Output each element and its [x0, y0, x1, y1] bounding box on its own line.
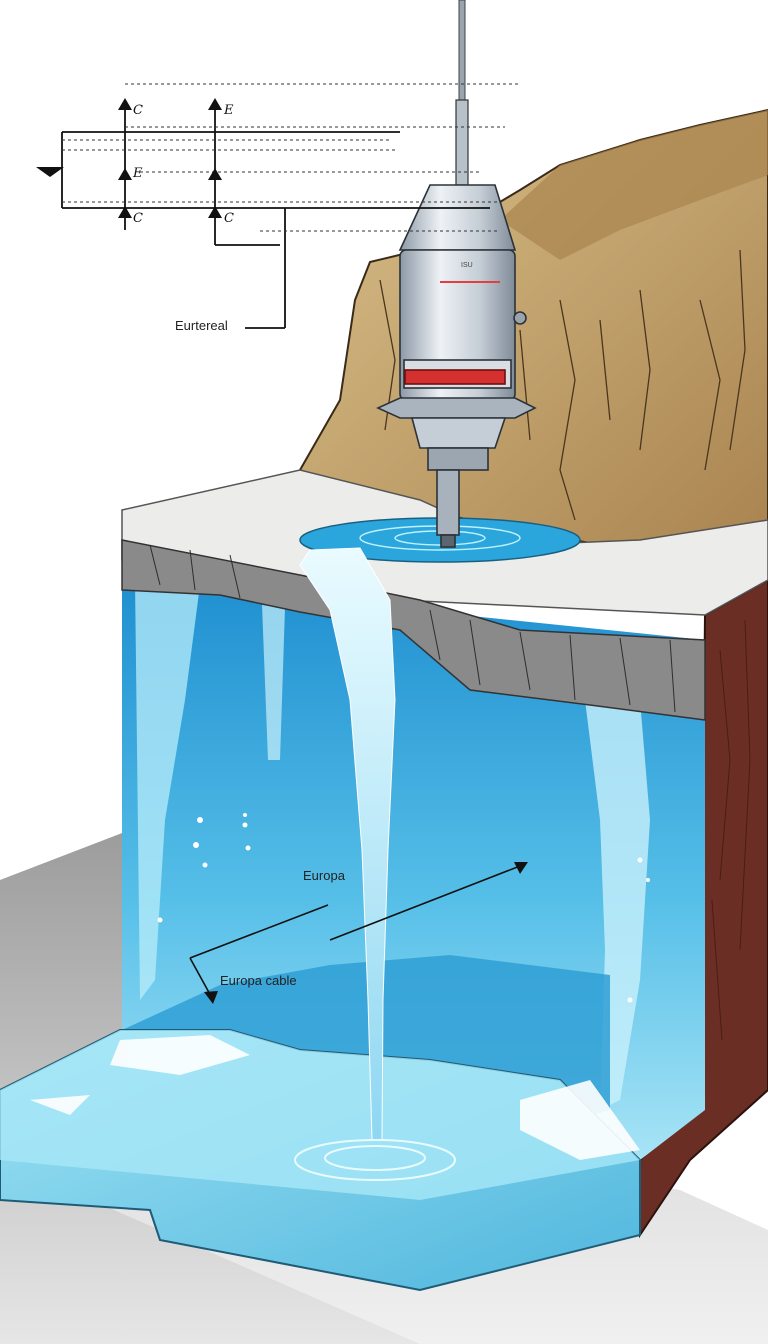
rock-top-surface [500, 110, 768, 260]
annotation-arrows [189, 865, 521, 999]
cryobot-probe [376, 184, 537, 548]
label-eurtereal: Eurtereal [175, 318, 228, 333]
ice-crust-edge [121, 539, 706, 721]
probe-marking: ISU [461, 262, 473, 269]
arrow-head-right [514, 862, 528, 874]
schematic-mark-upper-left: C [133, 103, 143, 118]
label-europa: Europa [303, 868, 345, 883]
label-europa-cable: Europa cable [220, 973, 297, 988]
tether-cable [458, 0, 466, 106]
schematic-mark-lower-left: C [133, 211, 143, 226]
splash-ring [294, 1139, 456, 1181]
arrow-head-down [204, 991, 218, 1004]
left-waterfall [135, 580, 200, 1000]
schematic-mark-middle-left: E [133, 166, 143, 181]
ice-slab-top [0, 1030, 640, 1200]
schematic-mark-upper-right: E [224, 103, 234, 118]
schematic-arrows [36, 98, 222, 218]
right-waterfall [585, 700, 650, 1110]
frost-patches [30, 1035, 640, 1160]
crust-cracks [149, 544, 676, 713]
probe-red-stripe [404, 369, 506, 385]
schematic-mark-lower-right: C [224, 211, 234, 226]
